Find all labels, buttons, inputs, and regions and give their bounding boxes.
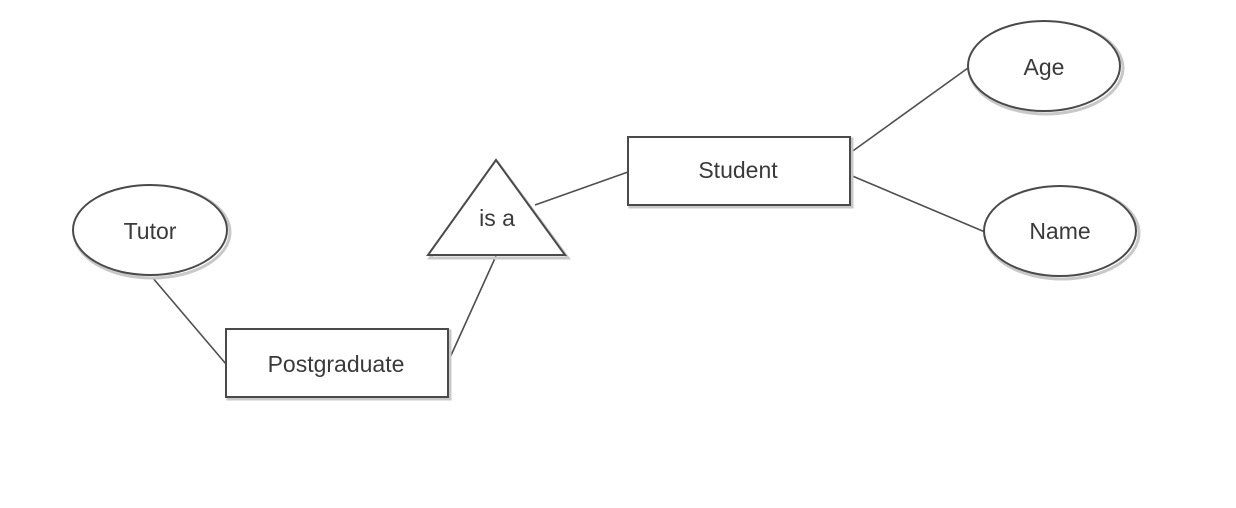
attribute-name-label: Name (1029, 218, 1090, 244)
entity-postgraduate-label: Postgraduate (268, 351, 405, 377)
relationship-isa[interactable]: is a (426, 158, 571, 260)
edge-student-name (849, 174, 986, 233)
attribute-age-label: Age (1024, 54, 1065, 80)
entity-student-label: Student (698, 157, 778, 183)
attribute-tutor[interactable]: Tutor (72, 184, 232, 280)
edge-tutor-postgraduate (151, 276, 227, 365)
attribute-age-ellipse (967, 20, 1121, 112)
edge-isa-postgraduate (447, 255, 497, 363)
relationship-isa-label: is a (479, 205, 515, 231)
edge-student-age (849, 67, 969, 154)
connectors (151, 67, 986, 365)
entity-student[interactable]: Student (627, 136, 854, 209)
entity-postgraduate[interactable]: Postgraduate (225, 328, 452, 401)
attribute-tutor-ellipse (72, 184, 228, 276)
entity-postgraduate-box (225, 328, 449, 398)
attribute-name-ellipse (983, 185, 1137, 277)
entity-student-box (627, 136, 851, 206)
relationship-isa-triangle (426, 158, 567, 256)
attribute-name[interactable]: Name (983, 185, 1141, 281)
edge-isa-student (534, 171, 629, 206)
attribute-age[interactable]: Age (967, 20, 1125, 116)
attribute-tutor-label: Tutor (124, 218, 177, 244)
